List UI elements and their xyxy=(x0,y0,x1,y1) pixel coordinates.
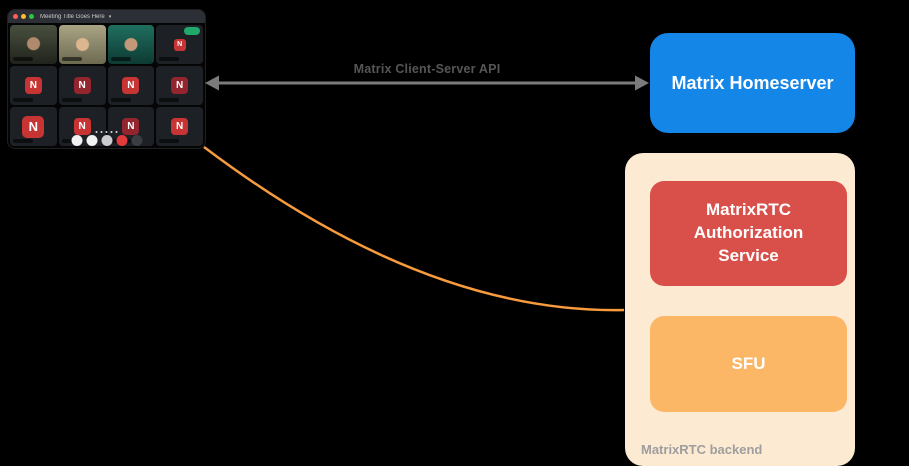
minimize-button[interactable] xyxy=(21,14,26,19)
avatar-tile: N xyxy=(58,107,106,146)
participant-name-pill xyxy=(13,57,33,61)
call-controls xyxy=(71,131,142,146)
pagination-dots xyxy=(95,131,118,133)
meeting-title: Meeting Title Goes Here xyxy=(40,13,105,20)
chevron-down-icon: ▾ xyxy=(108,13,112,20)
maximize-button[interactable] xyxy=(29,14,34,19)
homeserver-label: Matrix Homeserver xyxy=(671,72,834,93)
sfu-box: SFU xyxy=(650,316,847,412)
sfu-curve-connector xyxy=(203,146,625,312)
client-server-arrow xyxy=(205,75,649,91)
participant-name-pill xyxy=(61,57,82,61)
avatar-n-badge: N xyxy=(73,118,91,135)
avatar-tile: N xyxy=(156,107,203,146)
avatar-n-badge: N xyxy=(173,38,186,51)
avatar-n-badge: N xyxy=(24,77,42,94)
more-options-button[interactable] xyxy=(131,135,142,146)
page-dot xyxy=(110,131,113,133)
avatar-tile: N xyxy=(10,107,57,146)
video-tile-grid: N N N N N N xyxy=(8,23,205,148)
avatar-n-badge: N xyxy=(122,118,140,135)
participant-name-pill xyxy=(159,139,180,143)
homeserver-box: Matrix Homeserver xyxy=(650,33,855,133)
call-client-window: Meeting Title Goes Here ▾ N N N xyxy=(8,10,205,148)
avatar-tile: N xyxy=(107,66,155,105)
avatar-tile: N xyxy=(10,66,57,105)
participant-name-pill xyxy=(110,57,131,61)
page-dot xyxy=(95,131,98,133)
client-server-api-label: Matrix Client-Server API xyxy=(353,62,501,76)
video-tile xyxy=(58,25,106,64)
sfu-label: SFU xyxy=(731,354,766,373)
participant-name-pill xyxy=(61,98,82,102)
page-dot xyxy=(115,131,118,133)
participant-name-pill xyxy=(13,98,33,102)
avatar-tile: N xyxy=(58,66,106,105)
avatar-tile: N xyxy=(107,107,155,146)
arrowhead-right-icon xyxy=(635,75,649,91)
participant-name-pill xyxy=(159,57,180,61)
avatar-n-badge: N xyxy=(171,77,189,94)
avatar-n-badge: N xyxy=(171,118,189,135)
screenshare-button[interactable] xyxy=(101,135,112,146)
participant-name-pill xyxy=(13,139,33,143)
page-dot xyxy=(105,131,108,133)
window-titlebar: Meeting Title Goes Here ▾ xyxy=(8,10,205,23)
mic-button[interactable] xyxy=(71,135,82,146)
avatar-n-badge: N xyxy=(122,77,140,94)
video-tile xyxy=(10,25,57,64)
arrowhead-left-icon xyxy=(205,75,219,91)
avatar-tile: N xyxy=(156,66,203,105)
control-buttons xyxy=(71,135,142,146)
backend-label: MatrixRTC backend xyxy=(641,442,763,457)
auth-service-label: MatrixRTC Authorization Service xyxy=(693,200,804,265)
video-tile xyxy=(107,25,155,64)
avatar-n-badge: N xyxy=(22,115,45,138)
participant-name-pill xyxy=(110,98,131,102)
avatar-n-badge: N xyxy=(73,77,91,94)
camera-button[interactable] xyxy=(86,135,97,146)
page-dot xyxy=(100,131,103,133)
participant-name-pill xyxy=(159,98,180,102)
hangup-button[interactable] xyxy=(116,135,127,146)
close-button[interactable] xyxy=(13,14,18,19)
auth-service-box: MatrixRTC Authorization Service xyxy=(650,181,847,286)
header-action-pill[interactable] xyxy=(184,27,200,35)
matrixrtc-backend-container: MatrixRTC Authorization Service SFU Matr… xyxy=(625,153,855,466)
